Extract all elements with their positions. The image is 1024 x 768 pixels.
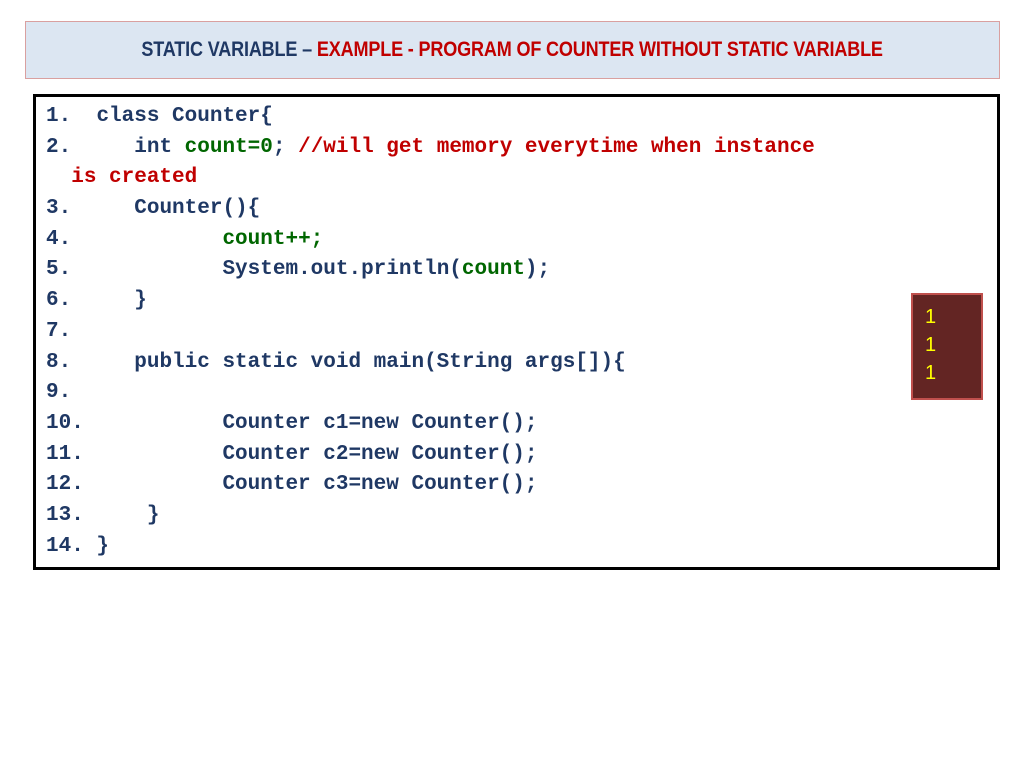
line-indent xyxy=(46,166,71,189)
code-line: 12. Counter c3=new Counter(); xyxy=(46,470,815,501)
line-number: 9. xyxy=(46,381,72,405)
line-indent xyxy=(71,105,96,128)
slide-title-bar: STATIC VARIABLE – EXAMPLE - PROGRAM OF C… xyxy=(25,21,1000,79)
code-line: 14. } xyxy=(46,532,815,563)
code-segment: } xyxy=(146,503,160,527)
line-number: 11. xyxy=(46,442,84,466)
code-line: 4. count++; xyxy=(46,225,815,256)
code-line: 11. Counter c2=new Counter(); xyxy=(46,440,815,471)
code-line: 5. System.out.println(count); xyxy=(46,255,815,286)
line-number: 1. xyxy=(46,105,72,128)
line-number: 2. xyxy=(46,135,72,159)
line-indent xyxy=(84,443,223,466)
code-segment: ; xyxy=(272,135,299,159)
line-number: 10. xyxy=(46,411,84,435)
line-indent xyxy=(84,412,223,435)
code-line: 8. public static void main(String args[]… xyxy=(46,348,815,379)
code-segment: Counter c1=new Counter(); xyxy=(222,411,538,435)
line-number: 3. xyxy=(46,197,72,221)
line-number: 14. xyxy=(46,534,84,558)
title-part-static-variable: STATIC VARIABLE – xyxy=(141,38,318,61)
code-segment: Counter c3=new Counter(); xyxy=(222,473,538,497)
line-indent xyxy=(84,473,223,496)
code-segment: count xyxy=(461,258,525,282)
line-indent xyxy=(71,258,222,281)
output-line: 1 xyxy=(925,362,937,384)
code-line: 13. } xyxy=(46,501,815,532)
code-line: 6. } xyxy=(46,286,815,317)
code-segment: is created xyxy=(71,166,198,190)
line-number: 8. xyxy=(46,350,72,374)
code-segment: Counter c2=new Counter(); xyxy=(222,442,538,466)
slide-title: STATIC VARIABLE – EXAMPLE - PROGRAM OF C… xyxy=(141,38,884,62)
code-line: is created xyxy=(46,163,815,194)
line-indent xyxy=(71,197,134,220)
line-indent xyxy=(71,351,134,374)
code-listing: 1. class Counter{2. int count=0; //will … xyxy=(46,102,815,562)
code-box: 1. class Counter{2. int count=0; //will … xyxy=(33,94,1000,570)
code-segment: } xyxy=(96,534,110,558)
code-segment: count=0 xyxy=(184,135,273,159)
line-indent xyxy=(71,289,134,312)
line-number: 5. xyxy=(46,258,72,282)
code-segment: Counter(){ xyxy=(134,197,261,221)
code-line: 7. xyxy=(46,317,815,348)
title-part-example: EXAMPLE - PROGRAM OF COUNTER WITHOUT STA… xyxy=(317,38,884,61)
line-number: 7. xyxy=(46,319,72,343)
code-line: 9. xyxy=(46,378,815,409)
code-segment: count++; xyxy=(222,227,324,251)
line-number: 13. xyxy=(46,503,84,527)
line-number: 12. xyxy=(46,473,84,497)
line-number: 4. xyxy=(46,227,72,251)
line-number: 6. xyxy=(46,289,72,313)
code-segment: public static void main(String args[]){ xyxy=(134,350,626,374)
code-segment: //will get memory everytime when instanc… xyxy=(298,135,815,159)
output-line: 1 xyxy=(925,306,937,328)
output-box: 1 1 1 xyxy=(911,293,983,400)
code-line: 1. class Counter{ xyxy=(46,102,815,133)
code-segment: ); xyxy=(524,258,551,282)
code-segment: class Counter{ xyxy=(96,105,273,128)
output-line: 1 xyxy=(925,334,937,356)
code-segment: } xyxy=(134,289,147,313)
line-indent xyxy=(84,504,147,527)
code-line: 3. Counter(){ xyxy=(46,194,815,225)
line-indent xyxy=(84,535,97,558)
line-indent xyxy=(71,136,134,159)
code-line: 10. Counter c1=new Counter(); xyxy=(46,409,815,440)
code-segment: System.out.println( xyxy=(222,258,462,282)
line-indent xyxy=(71,228,222,251)
code-line: 2. int count=0; //will get memory everyt… xyxy=(46,133,815,164)
code-segment: int xyxy=(134,135,185,159)
